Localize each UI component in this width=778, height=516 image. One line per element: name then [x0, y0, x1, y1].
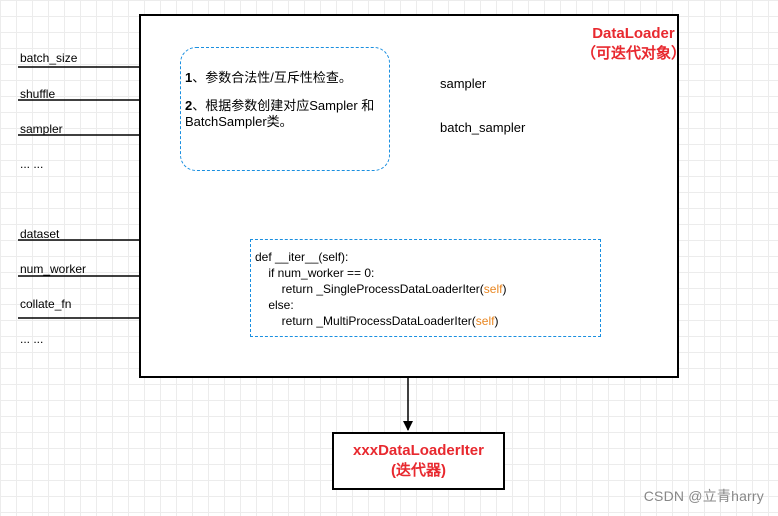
code-line-4: else:	[255, 298, 294, 312]
code-line-1: def __iter__(self):	[255, 250, 349, 264]
input-label-num-worker: num_worker	[20, 262, 87, 276]
dataloader-title: DataLoader （可迭代对象）	[581, 24, 686, 64]
output-label-sampler: sampler	[440, 76, 487, 91]
iterator-box: xxxDataLoaderIter (迭代器)	[332, 432, 505, 490]
check-item-2: 2、根据参数创建对应Sampler 和 BatchSampler类。	[185, 98, 375, 129]
input-label-dataset: dataset	[20, 227, 60, 241]
param-check-box: 1、参数合法性/互斥性检查。 2、根据参数创建对应Sampler 和 Batch…	[180, 47, 390, 171]
code-line-2: if num_worker == 0:	[255, 266, 375, 280]
code-line-3: return _SingleProcessDataLoaderIter(self…	[255, 282, 507, 296]
input-label-more-bottom: ... ...	[20, 332, 44, 346]
input-label-more-top: ... ...	[20, 157, 44, 171]
output-label-batch-sampler: batch_sampler	[440, 120, 526, 135]
input-label-collate-fn: collate_fn	[20, 297, 72, 311]
title-line-1: DataLoader	[592, 25, 675, 42]
iterator-line-1: xxxDataLoaderIter	[353, 442, 484, 459]
input-label-shuffle: shuffle	[20, 87, 56, 101]
check-item-1: 1、参数合法性/互斥性检查。	[185, 70, 352, 85]
title-line-2: （可迭代对象）	[580, 45, 686, 62]
iterator-line-2: (迭代器)	[391, 462, 446, 479]
input-label-sampler: sampler	[20, 122, 63, 136]
input-label-batch-size: batch_size	[20, 51, 78, 65]
watermark: CSDN @立青harry	[643, 488, 764, 504]
code-line-5: return _MultiProcessDataLoaderIter(self)	[255, 314, 499, 328]
iter-code-box: def __iter__(self): if num_worker == 0: …	[250, 239, 601, 337]
